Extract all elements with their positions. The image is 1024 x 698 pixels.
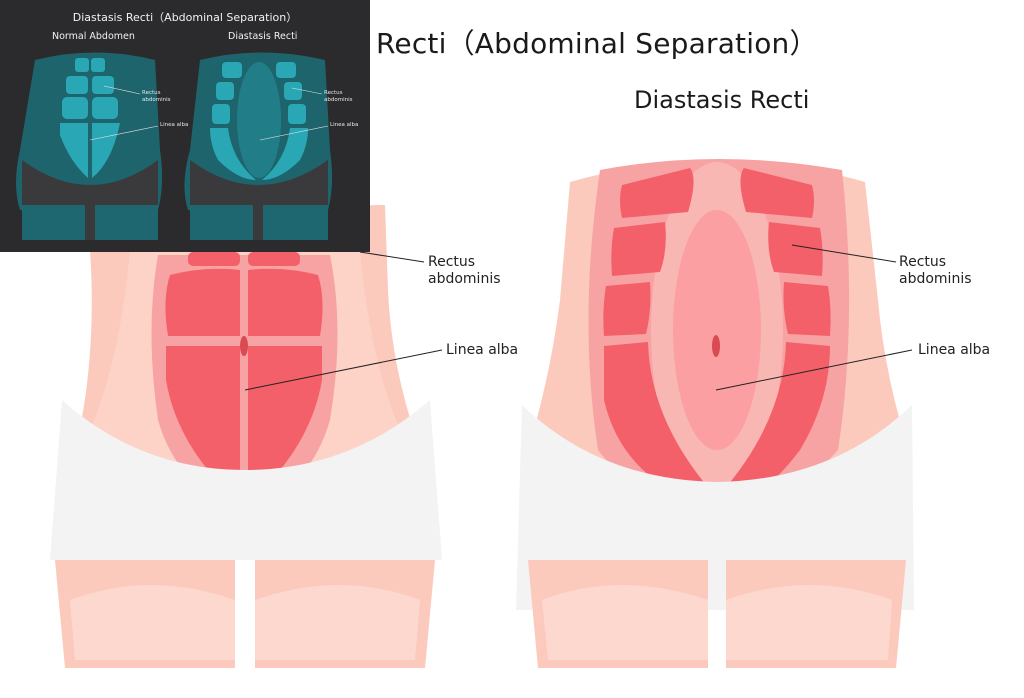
diastasis-rectus-segment (740, 168, 814, 218)
inset-normal-thigh (22, 205, 85, 240)
inset-normal-segment (91, 58, 105, 72)
normal-rectus-segment (248, 346, 322, 494)
diastasis-thigh-highlight (542, 585, 708, 660)
inset-diastasis-rectus (210, 62, 308, 180)
inset-diastasis-thigh (263, 205, 328, 240)
inset-normal-title: Normal Abdomen (52, 31, 135, 42)
diastasis-rectus-segment (783, 282, 831, 336)
inset-panel: Diastasis Recti（Abdominal Separation） No… (0, 0, 370, 252)
inset-diastasis-segment (276, 62, 296, 78)
inset-normal-segment (60, 123, 88, 178)
inset-diastasis-rectus-line1: Rectus (324, 90, 343, 96)
normal-linea-label: Linea alba (446, 342, 519, 358)
inset-diastasis-linea-pointer (259, 125, 329, 141)
diastasis-rectus-segment (768, 222, 823, 276)
inset-diastasis-thigh (190, 205, 253, 240)
inset-diastasis-segment (222, 62, 242, 78)
inset-normal-figure (16, 52, 163, 240)
diastasis-linea-pointer (715, 349, 913, 391)
normal-rectus-segment (166, 346, 240, 494)
inset-diastasis-figure (184, 52, 333, 240)
diastasis-rectus-segment (604, 342, 712, 501)
inset-normal-torso (16, 52, 163, 210)
inset-normal-segment (92, 123, 120, 178)
inset-diastasis-segment (262, 128, 308, 180)
diastasis-rectus-muscle (603, 168, 831, 501)
diastasis-title: Diastasis Recti (634, 86, 810, 114)
normal-thigh-highlight (70, 585, 235, 660)
diastasis-underwear (516, 405, 914, 610)
inset-normal-rectus-line1: Rectus (142, 90, 161, 96)
normal-rectus-segment (248, 252, 300, 266)
inset-normal-linea-label: Linea alba (160, 122, 189, 128)
diastasis-rectus-pointer (791, 244, 897, 263)
normal-underwear (50, 400, 442, 560)
diastasis-linea-label: Linea alba (918, 342, 991, 358)
inset-normal-linea-pointer (89, 125, 159, 141)
normal-rectus-segment (165, 268, 240, 336)
diastasis-rectus-segment (620, 168, 694, 218)
inset-diastasis-segment (288, 104, 306, 124)
diastasis-separation-inner (673, 210, 761, 450)
diastasis-rectus-label: Rectus abdominis (899, 254, 972, 288)
normal-thigh-highlight (255, 585, 420, 660)
normal-rectus-label-line1: Rectus (428, 254, 476, 270)
inset-normal-rectus-line2: abdominis (142, 96, 171, 103)
normal-rectus-muscle (165, 252, 323, 494)
normal-linea-pointer (244, 349, 443, 391)
inset-diastasis-rectus-label: Rectus abdominis (324, 90, 352, 103)
inset-title: Diastasis Recti（Abdominal Separation） (72, 11, 298, 24)
inset-normal-rectus-pointer (103, 85, 141, 95)
normal-abdomen-figure (50, 205, 443, 668)
inset-diastasis-gap (237, 62, 281, 178)
inset-diastasis-title: Diastasis Recti (228, 31, 298, 42)
inset-normal-segment (92, 97, 118, 119)
inset-normal-segment (62, 97, 88, 119)
inset-normal-segment (75, 58, 89, 72)
inset-diastasis-rectus-pointer (291, 87, 323, 95)
normal-navel (240, 336, 248, 356)
diastasis-rectus-label-line1: Rectus (899, 254, 947, 270)
inset-diastasis-linea-label: Linea alba (330, 122, 359, 128)
inset-diastasis-segment (210, 128, 256, 180)
diastasis-rectus-segment (611, 222, 666, 276)
normal-rectus-label: Rectus abdominis (428, 254, 501, 288)
inset-normal-thigh (95, 205, 158, 240)
page-title: Recti（Abdominal Separation） (376, 27, 818, 60)
inset-diastasis-segment (216, 82, 234, 100)
normal-rectus-label-line2: abdominis (428, 271, 501, 287)
diastasis-rectus-label-line2: abdominis (899, 271, 972, 287)
diastasis-navel (712, 335, 720, 357)
diastasis-figure (516, 159, 914, 668)
diastasis-rectus-segment (722, 342, 830, 501)
normal-rectus-pointer (359, 251, 425, 263)
inset-normal-segment (66, 76, 88, 94)
diastasis-thigh-highlight (726, 585, 892, 660)
inset-normal-segment (92, 76, 114, 94)
inset-illustration (16, 52, 333, 240)
inset-normal-rectus-label: Rectus abdominis (142, 90, 170, 103)
normal-rectus-segment (248, 268, 323, 336)
inset-normal-rectus (60, 58, 120, 178)
inset-diastasis-segment (284, 82, 302, 100)
diastasis-rectus-segment (603, 282, 651, 336)
inset-diastasis-segment (212, 104, 230, 124)
normal-rectus-segment (188, 252, 240, 266)
inset-diastasis-rectus-line2: abdominis (324, 96, 353, 103)
